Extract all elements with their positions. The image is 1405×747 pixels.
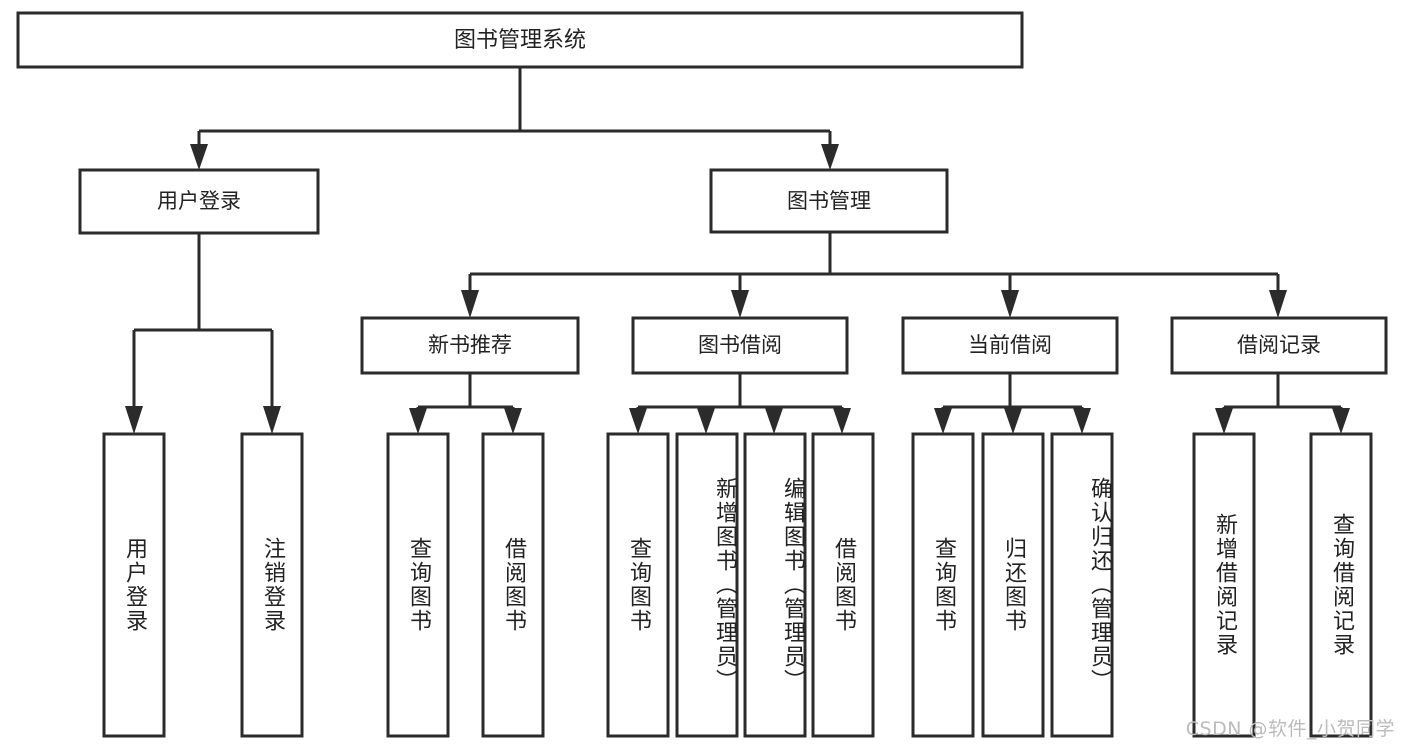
node-book-borrow-label: 图书借阅 [698,333,782,357]
arrow-to-bookmgmt [821,144,839,170]
leaf-cb-query-book-box[interactable] [911,432,975,738]
arrow-leaf-user-login [125,406,143,434]
node-new-book-recommend-label: 新书推荐 [428,333,512,357]
arrow-leaf-nb-2 [504,408,522,434]
leaf-bb-add-book-box[interactable] [675,432,739,738]
arrow-to-currentborrow [1001,290,1019,318]
connector-layer [125,67,1350,434]
node-borrow-record-box[interactable] [1170,316,1388,375]
arrow-to-borrowrecord [1269,290,1287,318]
node-book-borrow-box[interactable] [631,316,849,375]
node-layer: 图书管理系统 用户登录 图书管理 新书推荐 图书借阅 当前借阅 借阅记录 [16,11,1388,738]
leaf-logout-box[interactable] [240,432,304,738]
node-root-box[interactable] [16,11,1024,69]
leaf-cb-return-book-box[interactable] [981,432,1045,738]
leaf-br-add-record-box[interactable] [1192,432,1256,738]
arrow-to-userlogin [190,144,208,170]
node-root-label: 图书管理系统 [454,28,586,53]
leaf-user-login-box[interactable] [102,432,166,738]
leaf-bb-edit-book-box[interactable] [743,432,807,738]
csdn-watermark: CSDN @软件_小贺同学 [1185,718,1395,740]
node-book-management-label: 图书管理 [787,189,871,213]
node-new-book-recommend-box[interactable] [360,316,580,375]
leaf-bb-borrow-book-box[interactable] [811,432,875,738]
arrow-leaf-bb-3 [765,408,783,434]
leaf-cb-confirm-return-box[interactable] [1050,432,1114,738]
leaf-br-query-record-box[interactable] [1309,432,1373,738]
arrow-leaf-cb-1 [934,408,952,434]
leaf-bb-query-book-box[interactable] [606,432,670,738]
arrow-to-bookborrow [731,290,749,318]
arrow-leaf-cb-2 [1004,408,1022,434]
arrow-leaf-bb-1 [629,408,647,434]
node-user-login-label: 用户登录 [157,189,241,213]
arrow-leaf-br-2 [1332,408,1350,434]
leaf-nb-borrow-book-box[interactable] [481,432,545,738]
node-book-management-box[interactable] [709,168,949,234]
arrow-leaf-nb-1 [409,408,427,434]
node-user-login-box[interactable] [78,168,320,235]
leaf-nb-query-book-box[interactable] [386,432,450,738]
arrow-leaf-br-1 [1215,408,1233,434]
arrow-leaf-cb-3 [1073,408,1091,434]
arrow-to-newbook [461,290,479,318]
arrow-leaf-bb-4 [833,408,851,434]
node-current-borrow-box[interactable] [901,316,1119,375]
node-borrow-record-label: 借阅记录 [1237,333,1321,357]
arrow-leaf-logout [263,406,281,434]
arrow-leaf-bb-2 [697,408,715,434]
node-current-borrow-label: 当前借阅 [968,333,1052,357]
